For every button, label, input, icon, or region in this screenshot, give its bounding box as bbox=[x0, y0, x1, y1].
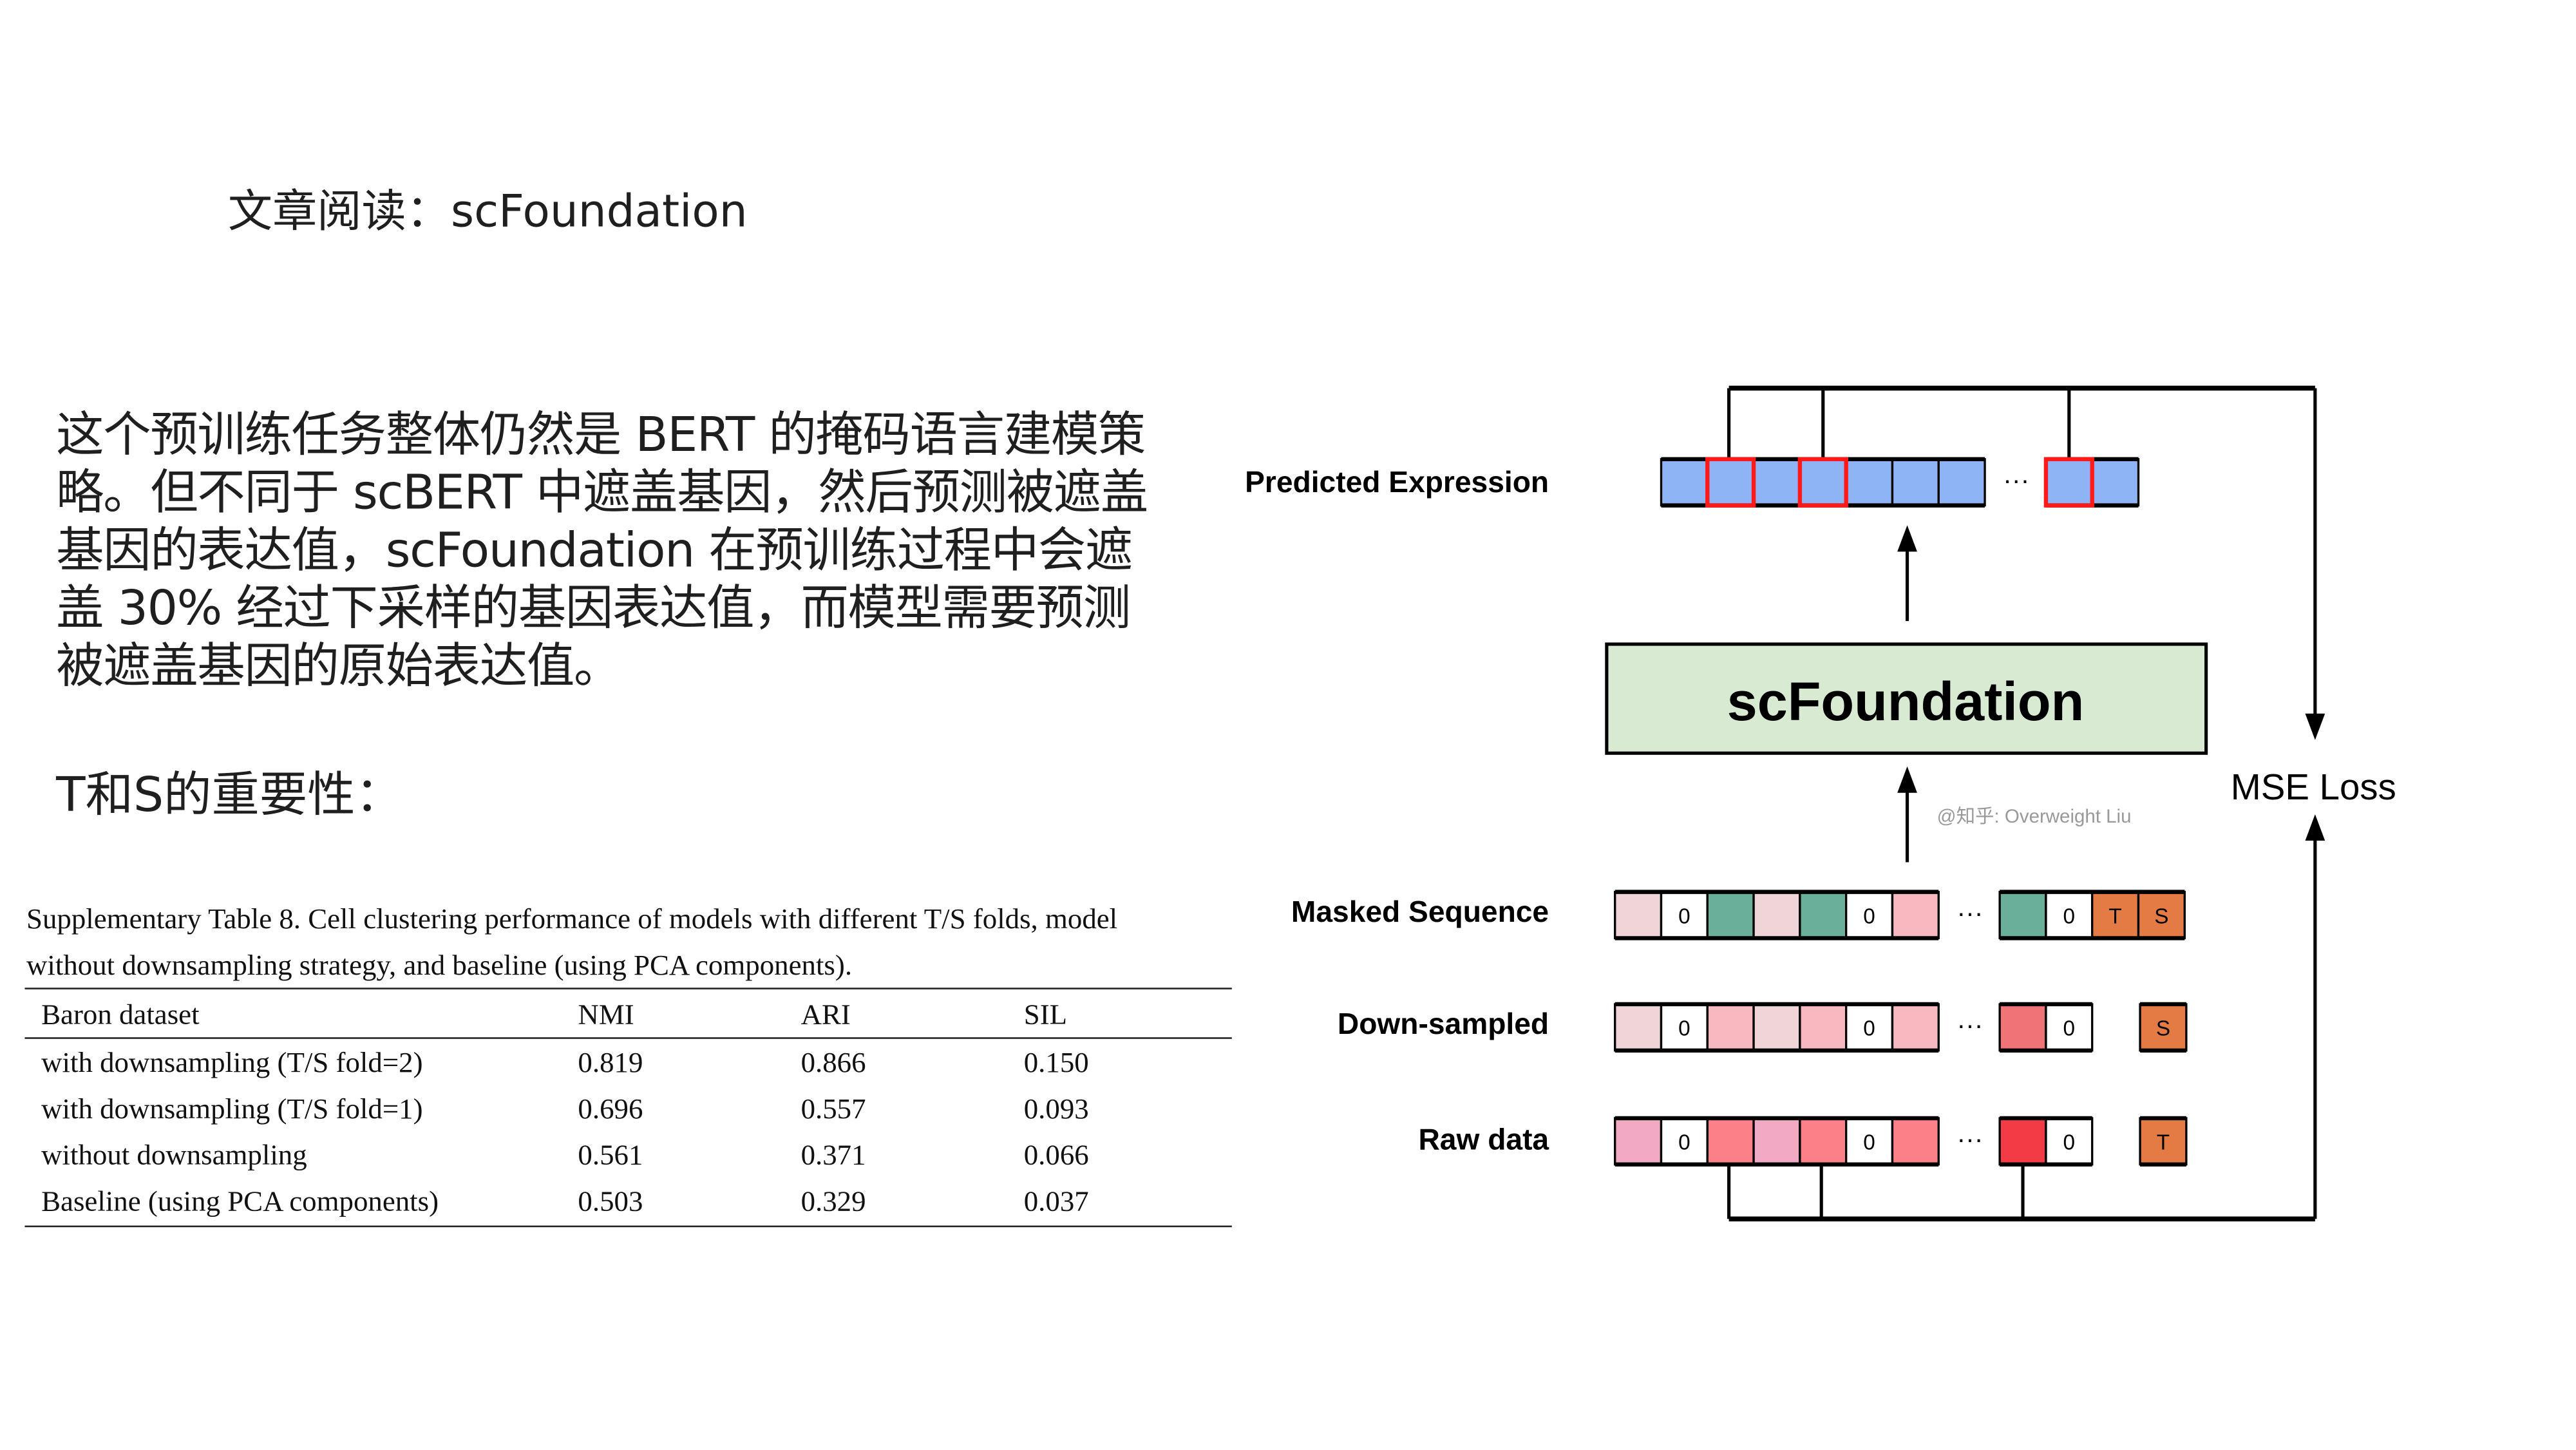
sequence-cell bbox=[1614, 890, 1663, 940]
cell-value: 0 bbox=[1863, 1131, 1875, 1155]
table-cell: 0.503 bbox=[578, 1184, 643, 1217]
sequence-cell bbox=[1752, 1117, 1801, 1166]
sequence-cell bbox=[1752, 1003, 1801, 1052]
masked-position-highlight bbox=[1705, 457, 1756, 508]
table-cell: 0.066 bbox=[1023, 1138, 1089, 1171]
sequence-cell bbox=[1799, 458, 1848, 507]
cell-value: 0 bbox=[1863, 1017, 1875, 1041]
sequence-cell bbox=[1614, 1003, 1663, 1052]
sequence-cell bbox=[1614, 1117, 1663, 1166]
sequence-cell bbox=[2091, 458, 2140, 507]
column-header: SIL bbox=[1023, 997, 1068, 1031]
table-cell: 0.557 bbox=[800, 1091, 866, 1125]
sequence-cell bbox=[1799, 1003, 1848, 1052]
cell-value: 0 bbox=[1678, 904, 1690, 928]
raw-row: 0 0 0 T ··· bbox=[1614, 1116, 2188, 1167]
sequence-cell bbox=[1891, 890, 1940, 940]
sequence-cell bbox=[1706, 458, 1755, 507]
table-cell: Baseline (using PCA components) bbox=[41, 1184, 439, 1217]
table-cell: 0.696 bbox=[578, 1091, 643, 1125]
sequence-cell bbox=[1799, 890, 1848, 940]
table-cell: 0.371 bbox=[800, 1138, 866, 1171]
sequence-cell bbox=[1891, 1117, 1940, 1166]
paragraph-line: 被遮盖基因的原始表达值。 bbox=[56, 637, 621, 694]
model-name: scFoundation bbox=[1727, 671, 2085, 732]
table-caption: without downsampling strategy, and basel… bbox=[26, 948, 853, 982]
table-cell: 0.037 bbox=[1023, 1184, 1089, 1217]
table-top-rule bbox=[24, 987, 1232, 990]
sequence-cell bbox=[1998, 1003, 2047, 1052]
scfoundation-model-box bbox=[1605, 642, 2208, 755]
masked-sequence-label: Masked Sequence bbox=[1291, 895, 1549, 929]
masked-row: 0 0 0 T S ··· bbox=[1614, 890, 2186, 940]
ts-heading: T和S的重要性： bbox=[56, 766, 403, 823]
slide-title: 文章阅读：scFoundation bbox=[227, 186, 748, 238]
sequence-cell bbox=[1998, 890, 2047, 940]
masked-position-highlight bbox=[1797, 457, 1848, 508]
sequence-cell bbox=[2045, 890, 2094, 940]
watermark: @知乎: Overweight Liu bbox=[1937, 806, 2132, 827]
table-header-rule bbox=[24, 1037, 1232, 1040]
sequence-cell bbox=[1891, 1003, 1940, 1052]
sequence-cell bbox=[1891, 458, 1940, 507]
table-caption: Supplementary Table 8. Cell clustering p… bbox=[26, 901, 1118, 935]
cell-value: S bbox=[2156, 1017, 2170, 1041]
ellipsis: ··· bbox=[1956, 898, 1983, 928]
sequence-cell bbox=[1752, 890, 1801, 940]
column-header: ARI bbox=[800, 997, 851, 1031]
table-cell: 0.866 bbox=[800, 1045, 866, 1079]
masked-position-highlight bbox=[2043, 457, 2094, 508]
cell-value: S bbox=[2154, 904, 2168, 928]
paragraph-line: 基因的表达值，scFoundation 在预训练过程中会遮 bbox=[56, 522, 1133, 578]
sequence-cell bbox=[1844, 458, 1894, 507]
sequence-cell bbox=[1998, 1117, 2047, 1166]
table-cell: with downsampling (T/S fold=1) bbox=[41, 1091, 423, 1125]
cell-value: 0 bbox=[2063, 1131, 2076, 1155]
cell-value: T bbox=[2108, 904, 2121, 928]
downsampled-row: 0 0 0 S ··· bbox=[1614, 1002, 2188, 1053]
sequence-cell bbox=[2137, 890, 2186, 940]
cell-value: T bbox=[2157, 1131, 2170, 1155]
cell-value: 0 bbox=[1678, 1017, 1690, 1041]
connector-lines bbox=[1727, 385, 2325, 1222]
table-cell: without downsampling bbox=[41, 1138, 307, 1171]
table-cell: 0.561 bbox=[578, 1138, 643, 1171]
ellipsis: ··· bbox=[1956, 1010, 1983, 1040]
sequence-cell bbox=[1937, 458, 1986, 507]
cell-value: 0 bbox=[1678, 1131, 1690, 1155]
table-cell: 0.093 bbox=[1023, 1091, 1089, 1125]
sequence-cell bbox=[1660, 458, 1709, 507]
sequence-cell bbox=[1706, 1003, 1755, 1052]
table-cell: 0.150 bbox=[1023, 1045, 1089, 1079]
sequence-cell bbox=[1706, 890, 1755, 940]
raw-data-label: Raw data bbox=[1418, 1123, 1549, 1156]
predicted-expression-label: Predicted Expression bbox=[1245, 466, 1549, 499]
ellipsis: ··· bbox=[2003, 465, 2029, 495]
cell-value: 0 bbox=[1863, 904, 1875, 928]
column-header: NMI bbox=[578, 997, 634, 1031]
sequence-cell bbox=[1752, 458, 1801, 507]
down-sampled-label: Down-sampled bbox=[1337, 1007, 1549, 1041]
table-cell: with downsampling (T/S fold=2) bbox=[41, 1045, 423, 1079]
mse-loss-label: MSE Loss bbox=[2231, 767, 2396, 807]
predicted-row: ··· bbox=[1660, 457, 2140, 508]
sequence-cell bbox=[2045, 458, 2094, 507]
ellipsis: ··· bbox=[1956, 1124, 1983, 1154]
table-cell: 0.819 bbox=[578, 1045, 643, 1079]
column-header: Baron dataset bbox=[41, 997, 200, 1031]
paragraph-line: 略。但不同于 scBERT 中遮盖基因，然后预测被遮盖 bbox=[56, 464, 1148, 520]
sequence-cell bbox=[1706, 1117, 1755, 1166]
cell-value: 0 bbox=[2063, 1017, 2076, 1041]
table-bottom-rule bbox=[24, 1225, 1232, 1228]
table-cell: 0.329 bbox=[800, 1184, 866, 1217]
cell-value: 0 bbox=[2063, 904, 2076, 928]
paragraph-line: 盖 30% 经过下采样的基因表达值，而模型需要预测 bbox=[56, 579, 1131, 636]
sequence-cell bbox=[1799, 1117, 1848, 1166]
paragraph-line: 这个预训练任务整体仍然是 BERT 的掩码语言建模策 bbox=[56, 406, 1146, 463]
